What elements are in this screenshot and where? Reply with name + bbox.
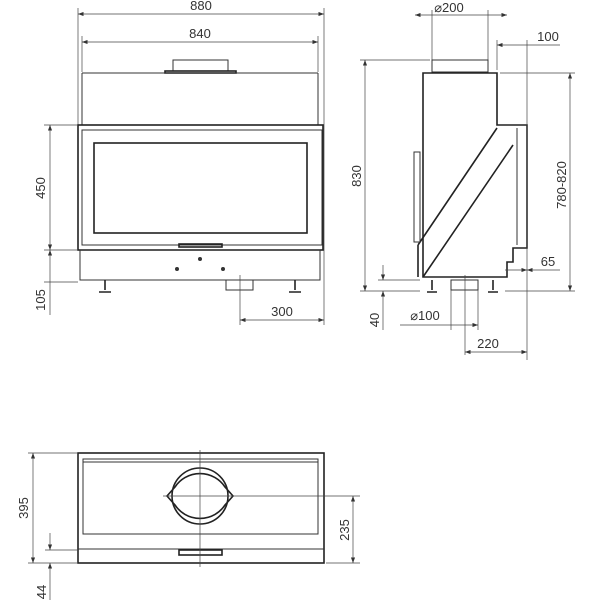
dimension-780-820: 780-820: [554, 161, 569, 209]
dimension-395: 395: [16, 497, 31, 519]
front-view: 880 840 450 105 300: [33, 0, 325, 325]
dimension-65: 65: [541, 254, 555, 269]
dimension-235: 235: [337, 519, 352, 541]
flue-collar: [172, 59, 229, 72]
dimension-40: 40: [367, 313, 382, 327]
dimension-diameter-200: ⌀200: [434, 0, 464, 15]
air-inlet: [225, 279, 254, 291]
base: [79, 249, 321, 281]
top-view: 395 235 44: [16, 450, 360, 600]
glass-door: [93, 142, 308, 234]
flue-collar-side: [431, 59, 489, 73]
fireplace-body-side: [422, 72, 528, 278]
feet: [99, 280, 301, 293]
dimension-300: 300: [271, 304, 293, 319]
dimension-450: 450: [33, 177, 48, 199]
dimension-44: 44: [34, 585, 49, 599]
dimension-220: 220: [477, 336, 499, 351]
dimension-830: 830: [349, 165, 364, 187]
dimension-diameter-100: ⌀100: [410, 308, 440, 323]
dimension-880: 880: [190, 0, 212, 13]
side-view: ⌀200 100 830 780-820 65 40 ⌀100 220: [349, 0, 575, 360]
dimension-840: 840: [189, 26, 211, 41]
fireplace-top-outline: [77, 452, 325, 564]
flue-outlet: [165, 472, 235, 520]
dimension-100: 100: [537, 29, 559, 44]
dimension-105: 105: [33, 289, 48, 311]
